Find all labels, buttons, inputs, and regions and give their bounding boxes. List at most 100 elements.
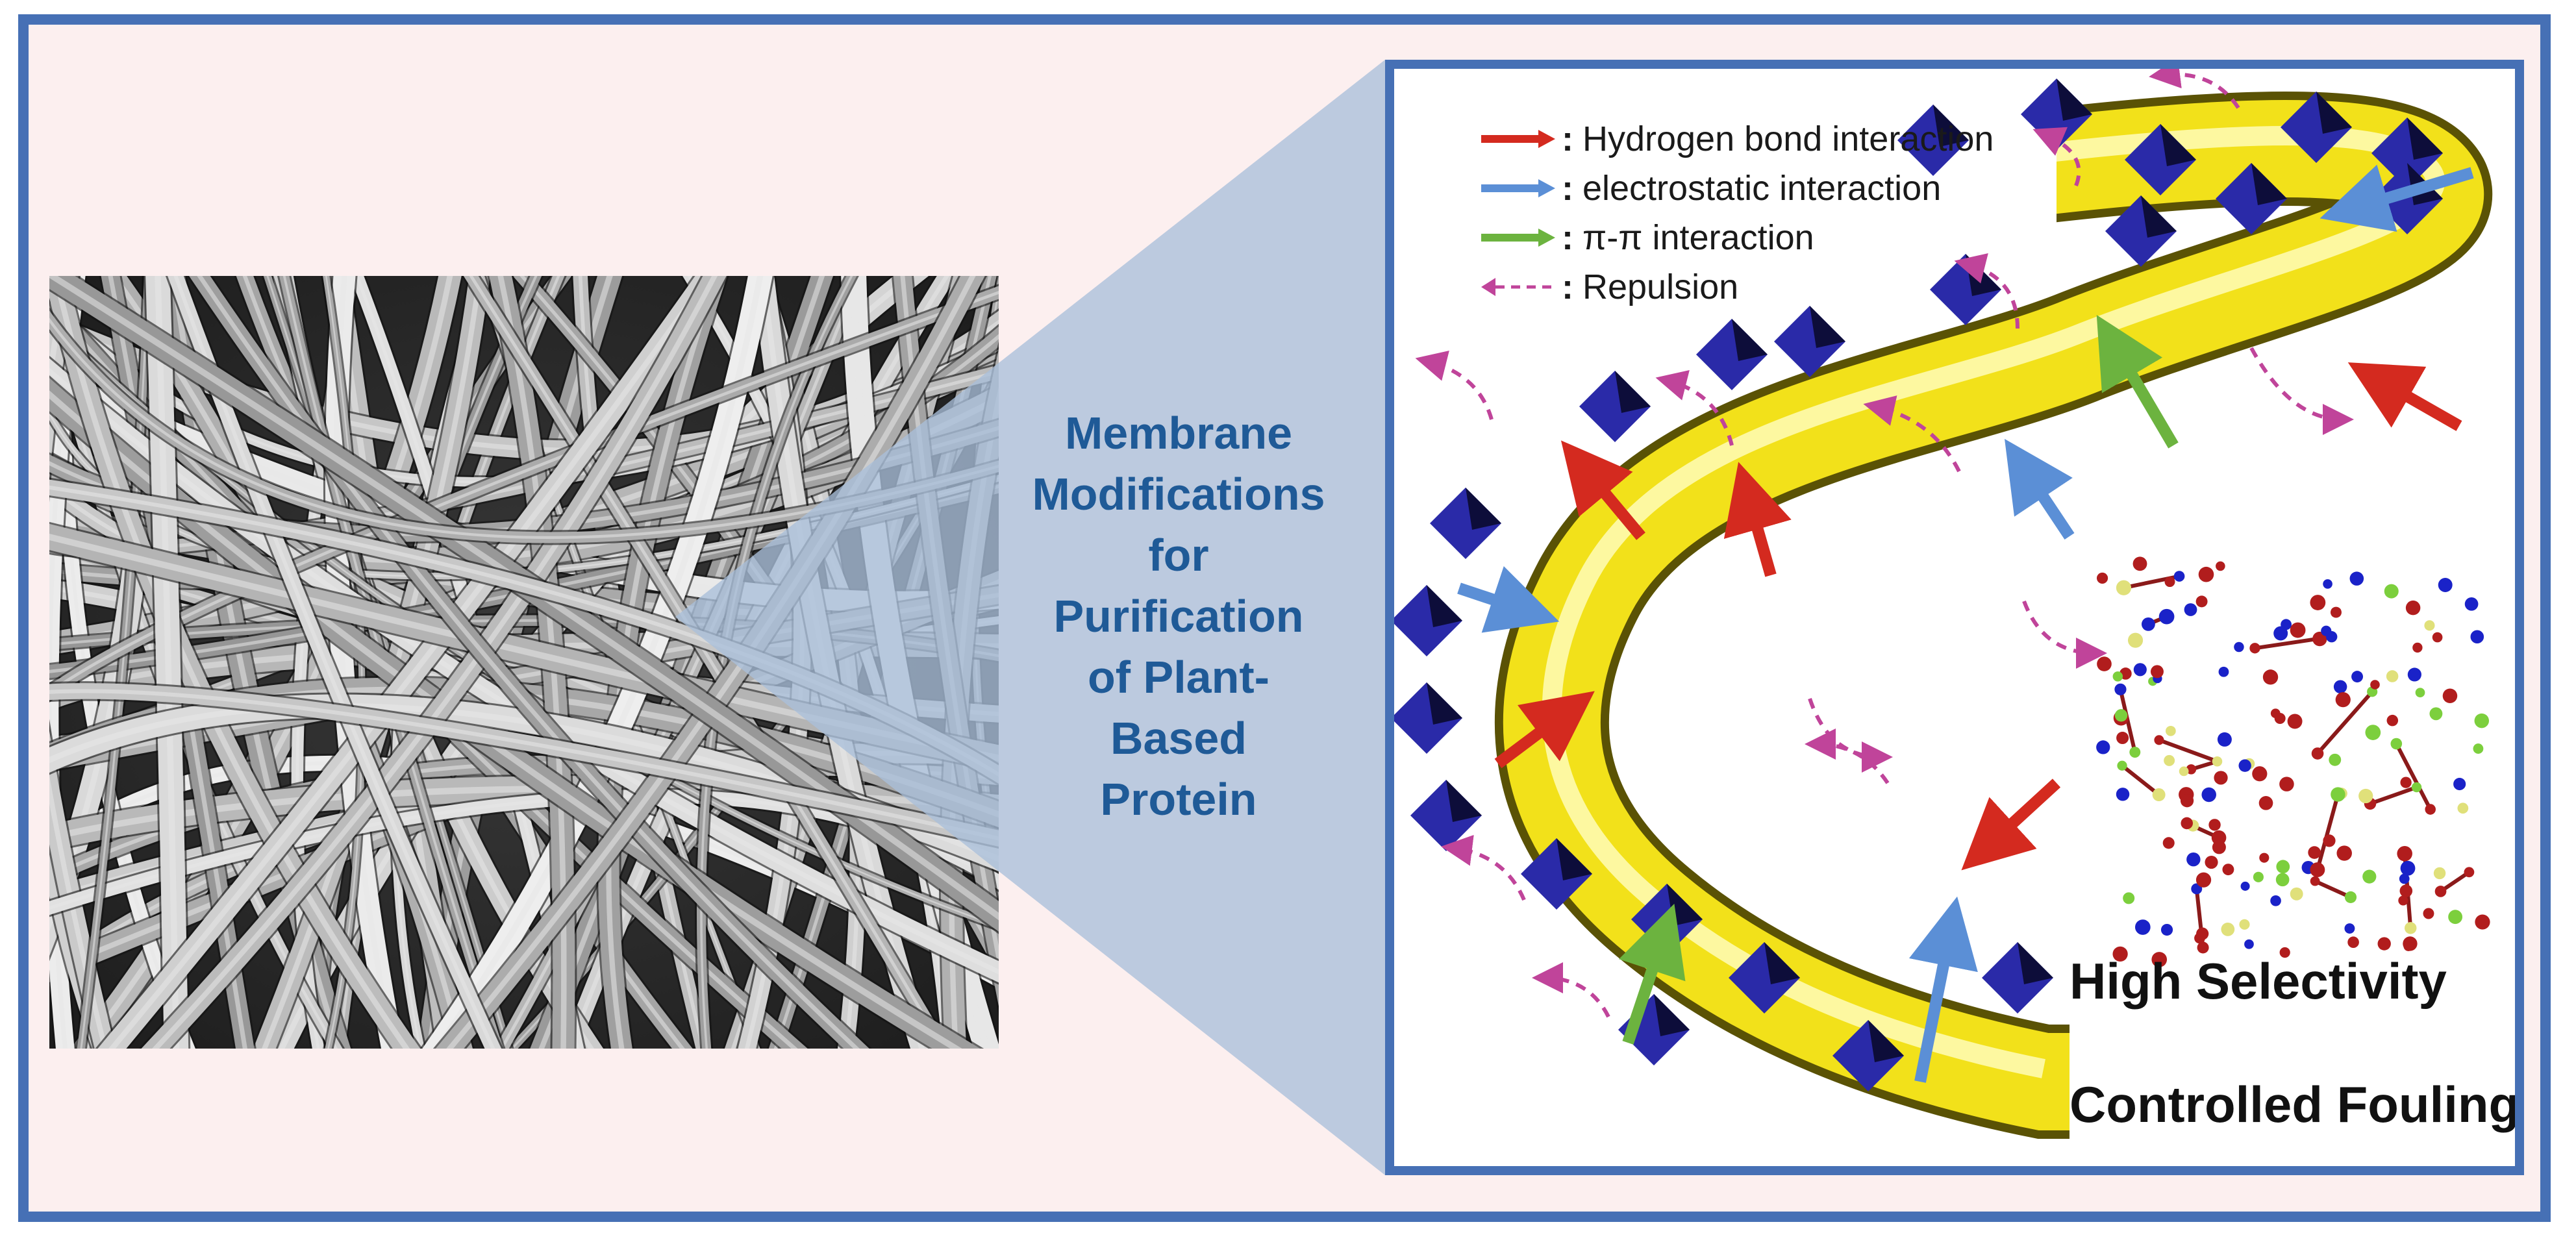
title-line: Modifications	[1032, 469, 1325, 519]
molecule-atom	[2195, 872, 2212, 888]
molecule-atom	[2344, 923, 2355, 934]
molecule-atom	[2186, 852, 2201, 867]
molecule-atom	[2384, 584, 2399, 599]
molecule-atom	[2424, 620, 2435, 631]
outcome-high-selectivity: High Selectivity	[2070, 952, 2447, 1010]
interaction-arrow	[2320, 164, 2474, 232]
molecule-atom	[2158, 608, 2175, 625]
molecule-atom	[2370, 680, 2380, 690]
ligand-pyramid-shadow	[1810, 306, 1845, 348]
molecule-bond	[2121, 764, 2160, 797]
nanofiber-highlight	[152, 276, 718, 1049]
ligand-pyramid	[1394, 585, 1462, 656]
molecule-atom	[2258, 796, 2273, 810]
molecule-bond	[2158, 738, 2218, 764]
legend-item-hydrogen-bond: : Hydrogen bond interaction	[1479, 114, 1994, 164]
molecule-atom	[2279, 777, 2294, 791]
molecule-atom	[2127, 632, 2144, 648]
ligand-pyramid-shadow	[1732, 319, 1768, 361]
molecule-atom	[2423, 908, 2434, 919]
molecule-atom	[2216, 561, 2225, 571]
molecule-atom	[2240, 881, 2250, 891]
interaction-arrow	[2347, 362, 2462, 431]
molecule-atom	[2415, 688, 2425, 698]
ligand-pyramid-shadow	[2251, 163, 2287, 205]
molecule-atom	[2096, 572, 2108, 584]
molecule-atom	[2398, 895, 2408, 906]
molecule-bond	[2314, 879, 2352, 899]
molecule-atom	[2457, 802, 2469, 814]
molecule-atom	[2336, 845, 2352, 861]
molecule-atom	[2386, 714, 2399, 727]
molecule-atom	[2474, 713, 2490, 728]
interaction-arrow	[1961, 778, 2061, 871]
molecule-atom	[2276, 860, 2290, 874]
ligand-pyramid-shadow	[1764, 942, 1800, 984]
molecule-atom	[2330, 606, 2342, 618]
molecule-atom	[2365, 725, 2381, 740]
molecule-atom	[2238, 759, 2251, 772]
molecule-atom	[2386, 670, 2399, 682]
interaction-arrow	[1619, 903, 1686, 1045]
title-line: Protein	[1100, 774, 1257, 825]
fiber-illustration	[1394, 69, 2515, 1166]
nanofiber-highlight	[53, 276, 410, 1049]
molecule-atom	[2290, 622, 2306, 638]
molecule-atom	[2208, 819, 2221, 831]
molecule-atom	[2390, 738, 2403, 750]
molecule-atom	[2198, 566, 2214, 582]
molecule-atom	[2117, 760, 2127, 771]
molecule-atom	[2333, 680, 2347, 693]
molecule-atom	[2244, 939, 2254, 949]
molecule-atom	[2195, 595, 2208, 608]
molecule-atom	[2133, 663, 2147, 677]
ligand-pyramid-shadow	[2407, 118, 2443, 160]
molecule-atom	[2362, 869, 2377, 884]
legend-colon: :	[1562, 169, 1573, 208]
molecule-bond	[2316, 690, 2374, 755]
molecule-atom	[2116, 788, 2130, 801]
molecule-atom	[2397, 845, 2412, 862]
repulsion-arrow	[2032, 127, 2081, 187]
figure-title: Membrane Modifications for Purification …	[974, 403, 1383, 830]
legend-label: Repulsion	[1582, 267, 1739, 306]
molecule-atom	[2323, 579, 2332, 589]
ligand-pyramid-shadow	[1868, 1020, 1904, 1062]
legend-item-pi-pi: : π-π interaction	[1479, 213, 1994, 262]
ligand-pyramid	[1394, 682, 1462, 754]
outcome-controlled-fouling: Controlled Fouling	[2070, 1076, 2520, 1133]
title-line: Based	[1110, 713, 1247, 764]
molecule-atom	[2434, 886, 2447, 897]
repulsion-arrow	[2022, 600, 2107, 669]
molecule-atom	[2335, 692, 2351, 708]
molecule-atom	[2112, 671, 2123, 682]
title-line: for	[1148, 530, 1209, 580]
molecule-atom	[2259, 852, 2270, 863]
repulsion-arrow	[1805, 728, 1890, 784]
legend-item-repulsion: : Repulsion	[1479, 262, 1994, 312]
nanofiber-highlight	[197, 276, 860, 1049]
molecule-atom	[2347, 936, 2359, 949]
molecule-atom	[2196, 927, 2209, 940]
molecule-atom	[2262, 669, 2279, 685]
molecule-atom	[2160, 923, 2173, 936]
molecule-atom	[2112, 946, 2128, 962]
ligand-pyramid-shadow	[2141, 195, 2177, 238]
interaction-arrow	[1908, 896, 1978, 1083]
molecule-atom	[2287, 714, 2303, 729]
molecule-atom	[2464, 597, 2479, 611]
molecule-atom	[2214, 771, 2228, 785]
molecule-atom	[2150, 665, 2164, 678]
molecule-atom	[2114, 683, 2127, 695]
molecule-atom	[2270, 895, 2281, 906]
ligand-pyramid-shadow	[1615, 371, 1651, 413]
molecule-atom	[2400, 777, 2412, 788]
molecule-atom	[2281, 619, 2292, 630]
legend-label: Hydrogen bond interaction	[1582, 119, 1994, 158]
interaction-arrow	[2005, 439, 2075, 540]
molecule-atom	[2399, 873, 2410, 884]
molecule-atom	[2453, 777, 2466, 791]
molecule-atom	[2279, 947, 2290, 958]
molecule-atom	[2470, 630, 2484, 644]
